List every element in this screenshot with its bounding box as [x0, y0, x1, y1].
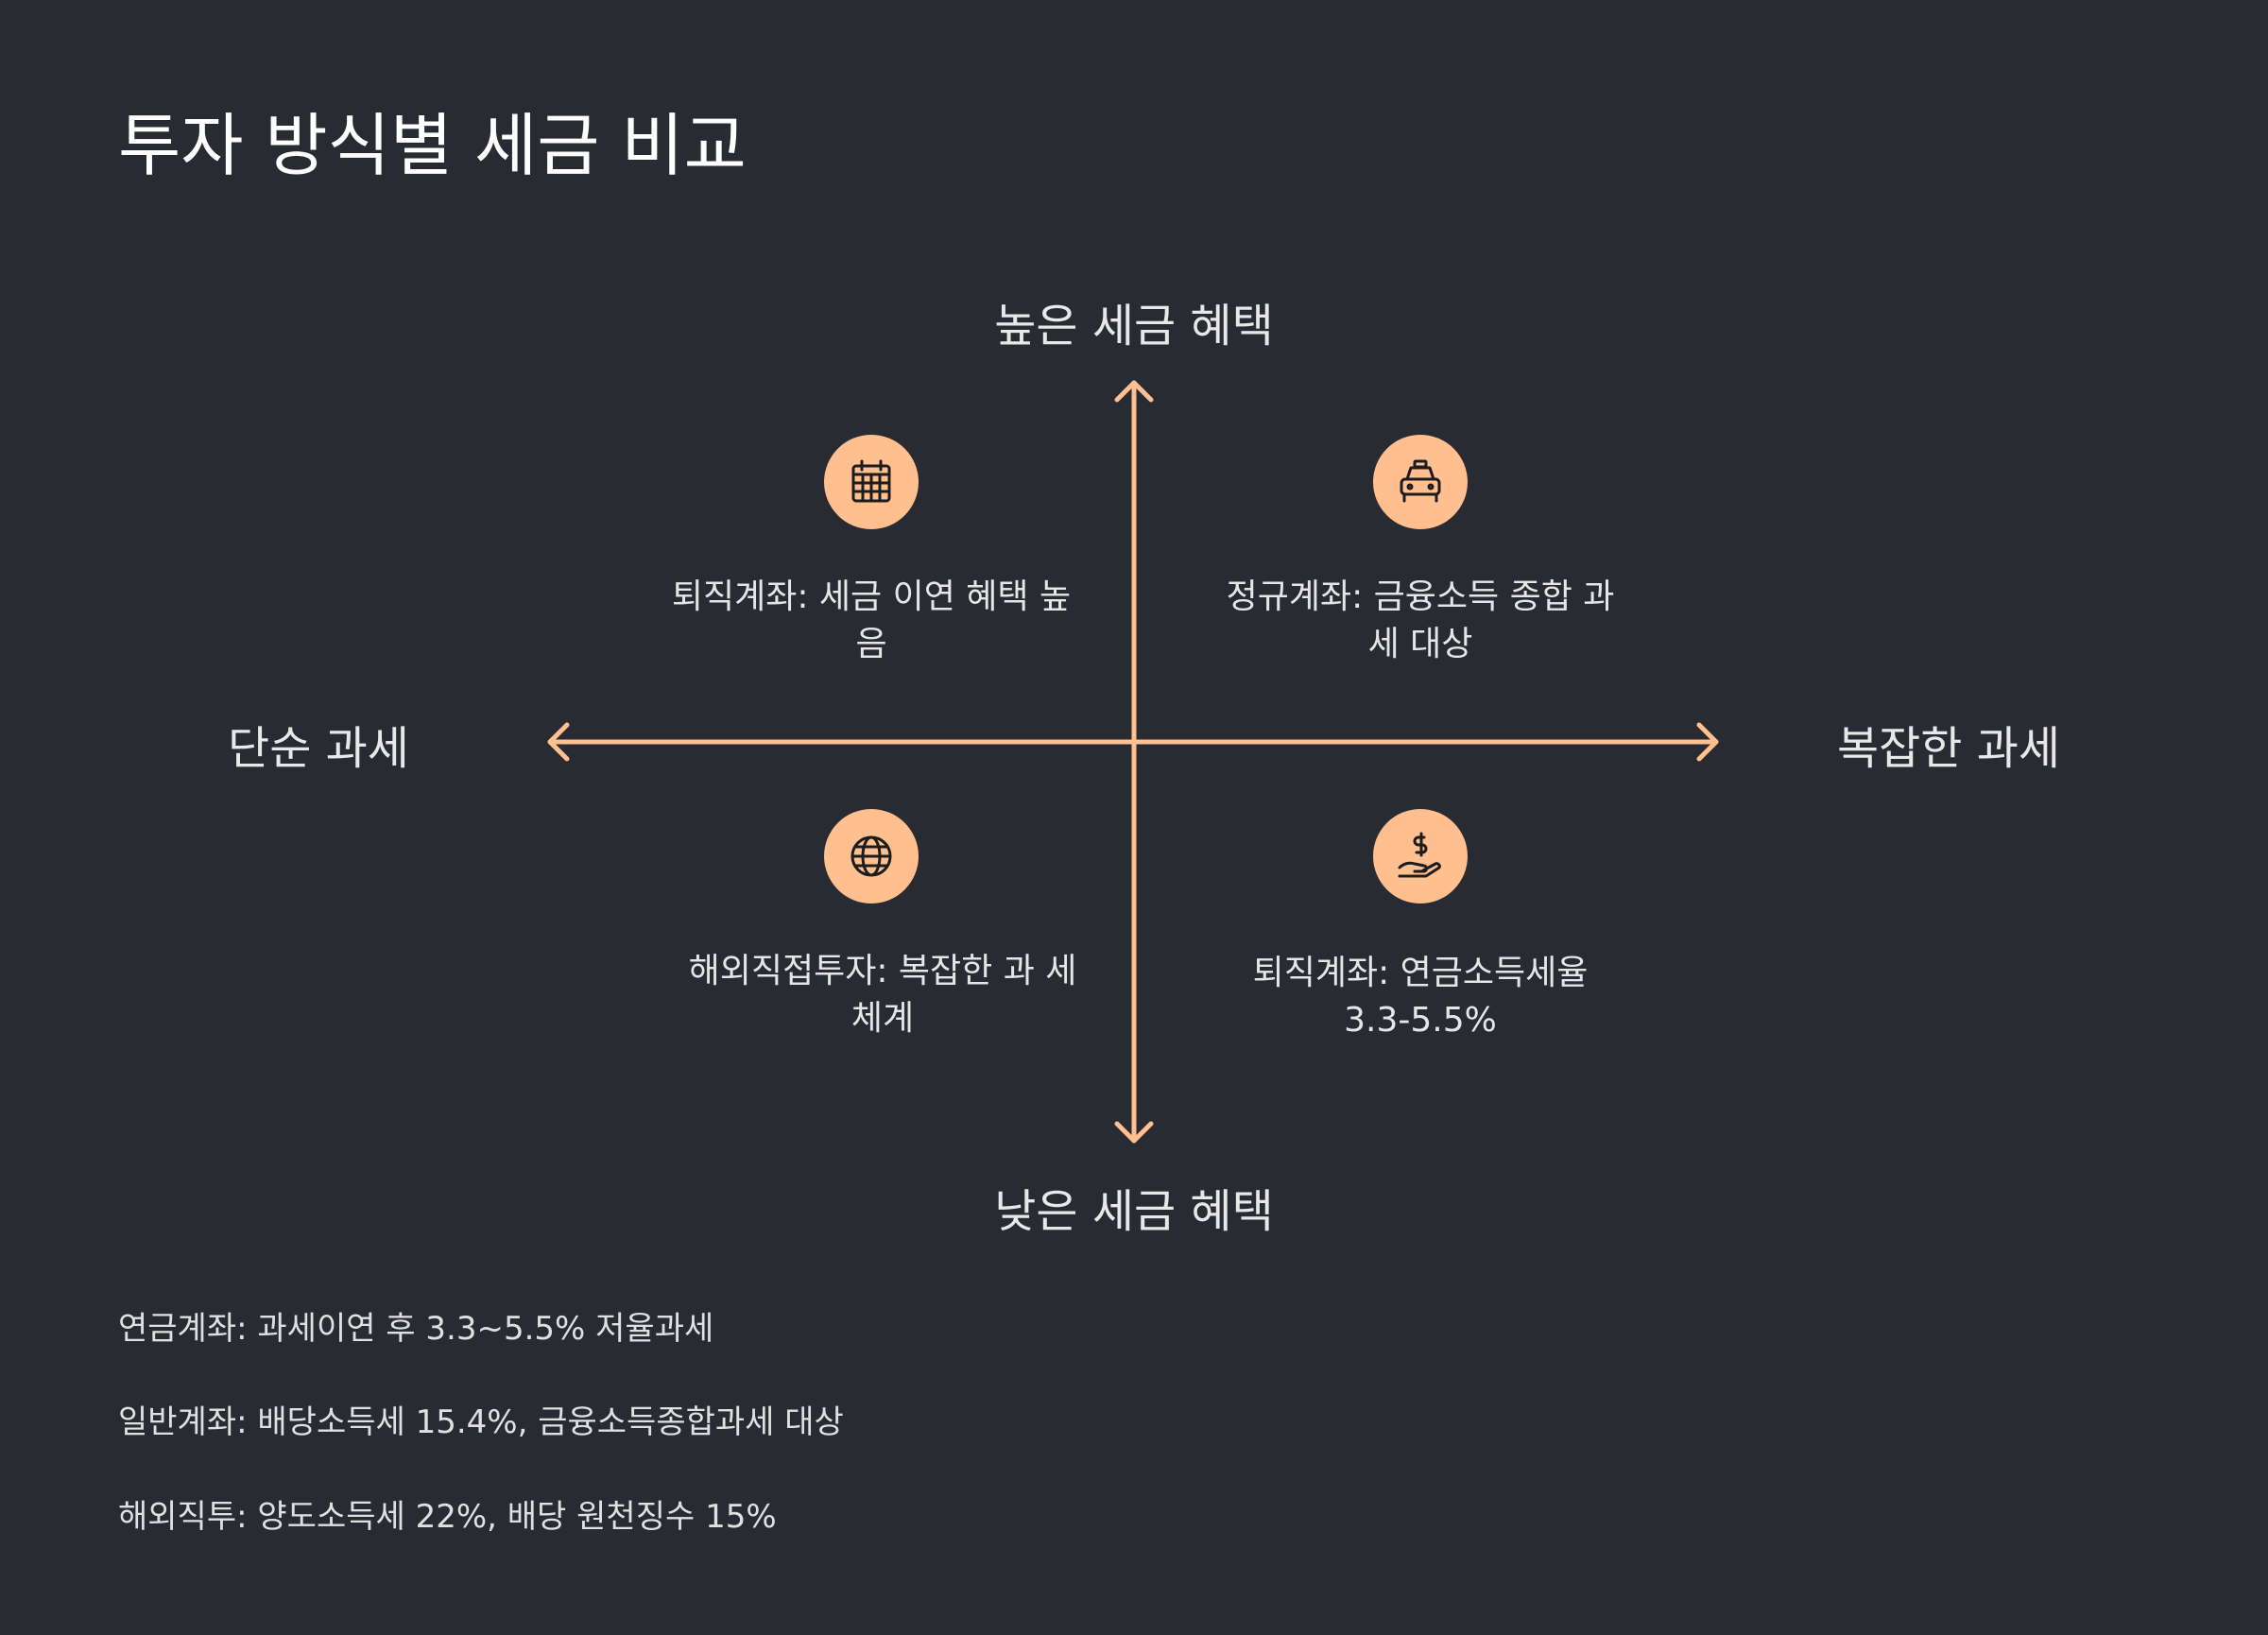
calendar-icon — [851, 459, 891, 503]
quadrant-top-right-text: 정규계좌: 금융소득 종합 과세 대상 — [1226, 577, 1615, 663]
quadrant-top-left-icon-badge — [824, 435, 919, 529]
quadrant-bottom-right-text: 퇴직계좌: 연금소득세율 3.3-5.5% — [1252, 954, 1589, 1040]
top-arrowhead — [1114, 380, 1154, 403]
quadrant-bottom-right-icon-badge — [1373, 809, 1468, 904]
axis-label-right: 복잡한 과세 — [1836, 722, 2061, 775]
note-pension-account: 연금계좌: 과세이연 후 3.3~5.5% 저율과세 — [118, 1310, 714, 1348]
quadrant-bottom-left-text: 해외직접투자: 복잡한 과 세 체계 — [688, 952, 1077, 1038]
note-general-account: 일반계좌: 배당소득세 15.4%, 금융소득종합과세 대상 — [118, 1403, 844, 1441]
note-overseas-investment: 해외직투: 양도소득세 22%, 배당 원천징수 15% — [118, 1498, 777, 1536]
quadrant-bottom-left-icon-badge — [824, 809, 919, 904]
taxi-icon — [1400, 459, 1441, 503]
page-title: 투자 방식별 세금 비교 — [118, 106, 747, 185]
quadrant-top-left-text: 퇴직계좌: 세금 이연 혜택 높음 — [671, 577, 1072, 663]
hand-dollar-icon — [1398, 832, 1441, 878]
axis-label-top: 높은 세금 혜택 — [994, 300, 1274, 353]
bottom-arrowhead — [1114, 1121, 1154, 1144]
right-arrowhead — [1696, 722, 1719, 762]
quadrant-top-right-icon-badge — [1373, 435, 1468, 529]
left-arrowhead — [547, 722, 570, 762]
axis-label-bottom: 낮은 세금 혜택 — [994, 1185, 1274, 1238]
globe-icon — [850, 835, 892, 877]
axis-label-left: 단순 과세 — [228, 722, 409, 775]
